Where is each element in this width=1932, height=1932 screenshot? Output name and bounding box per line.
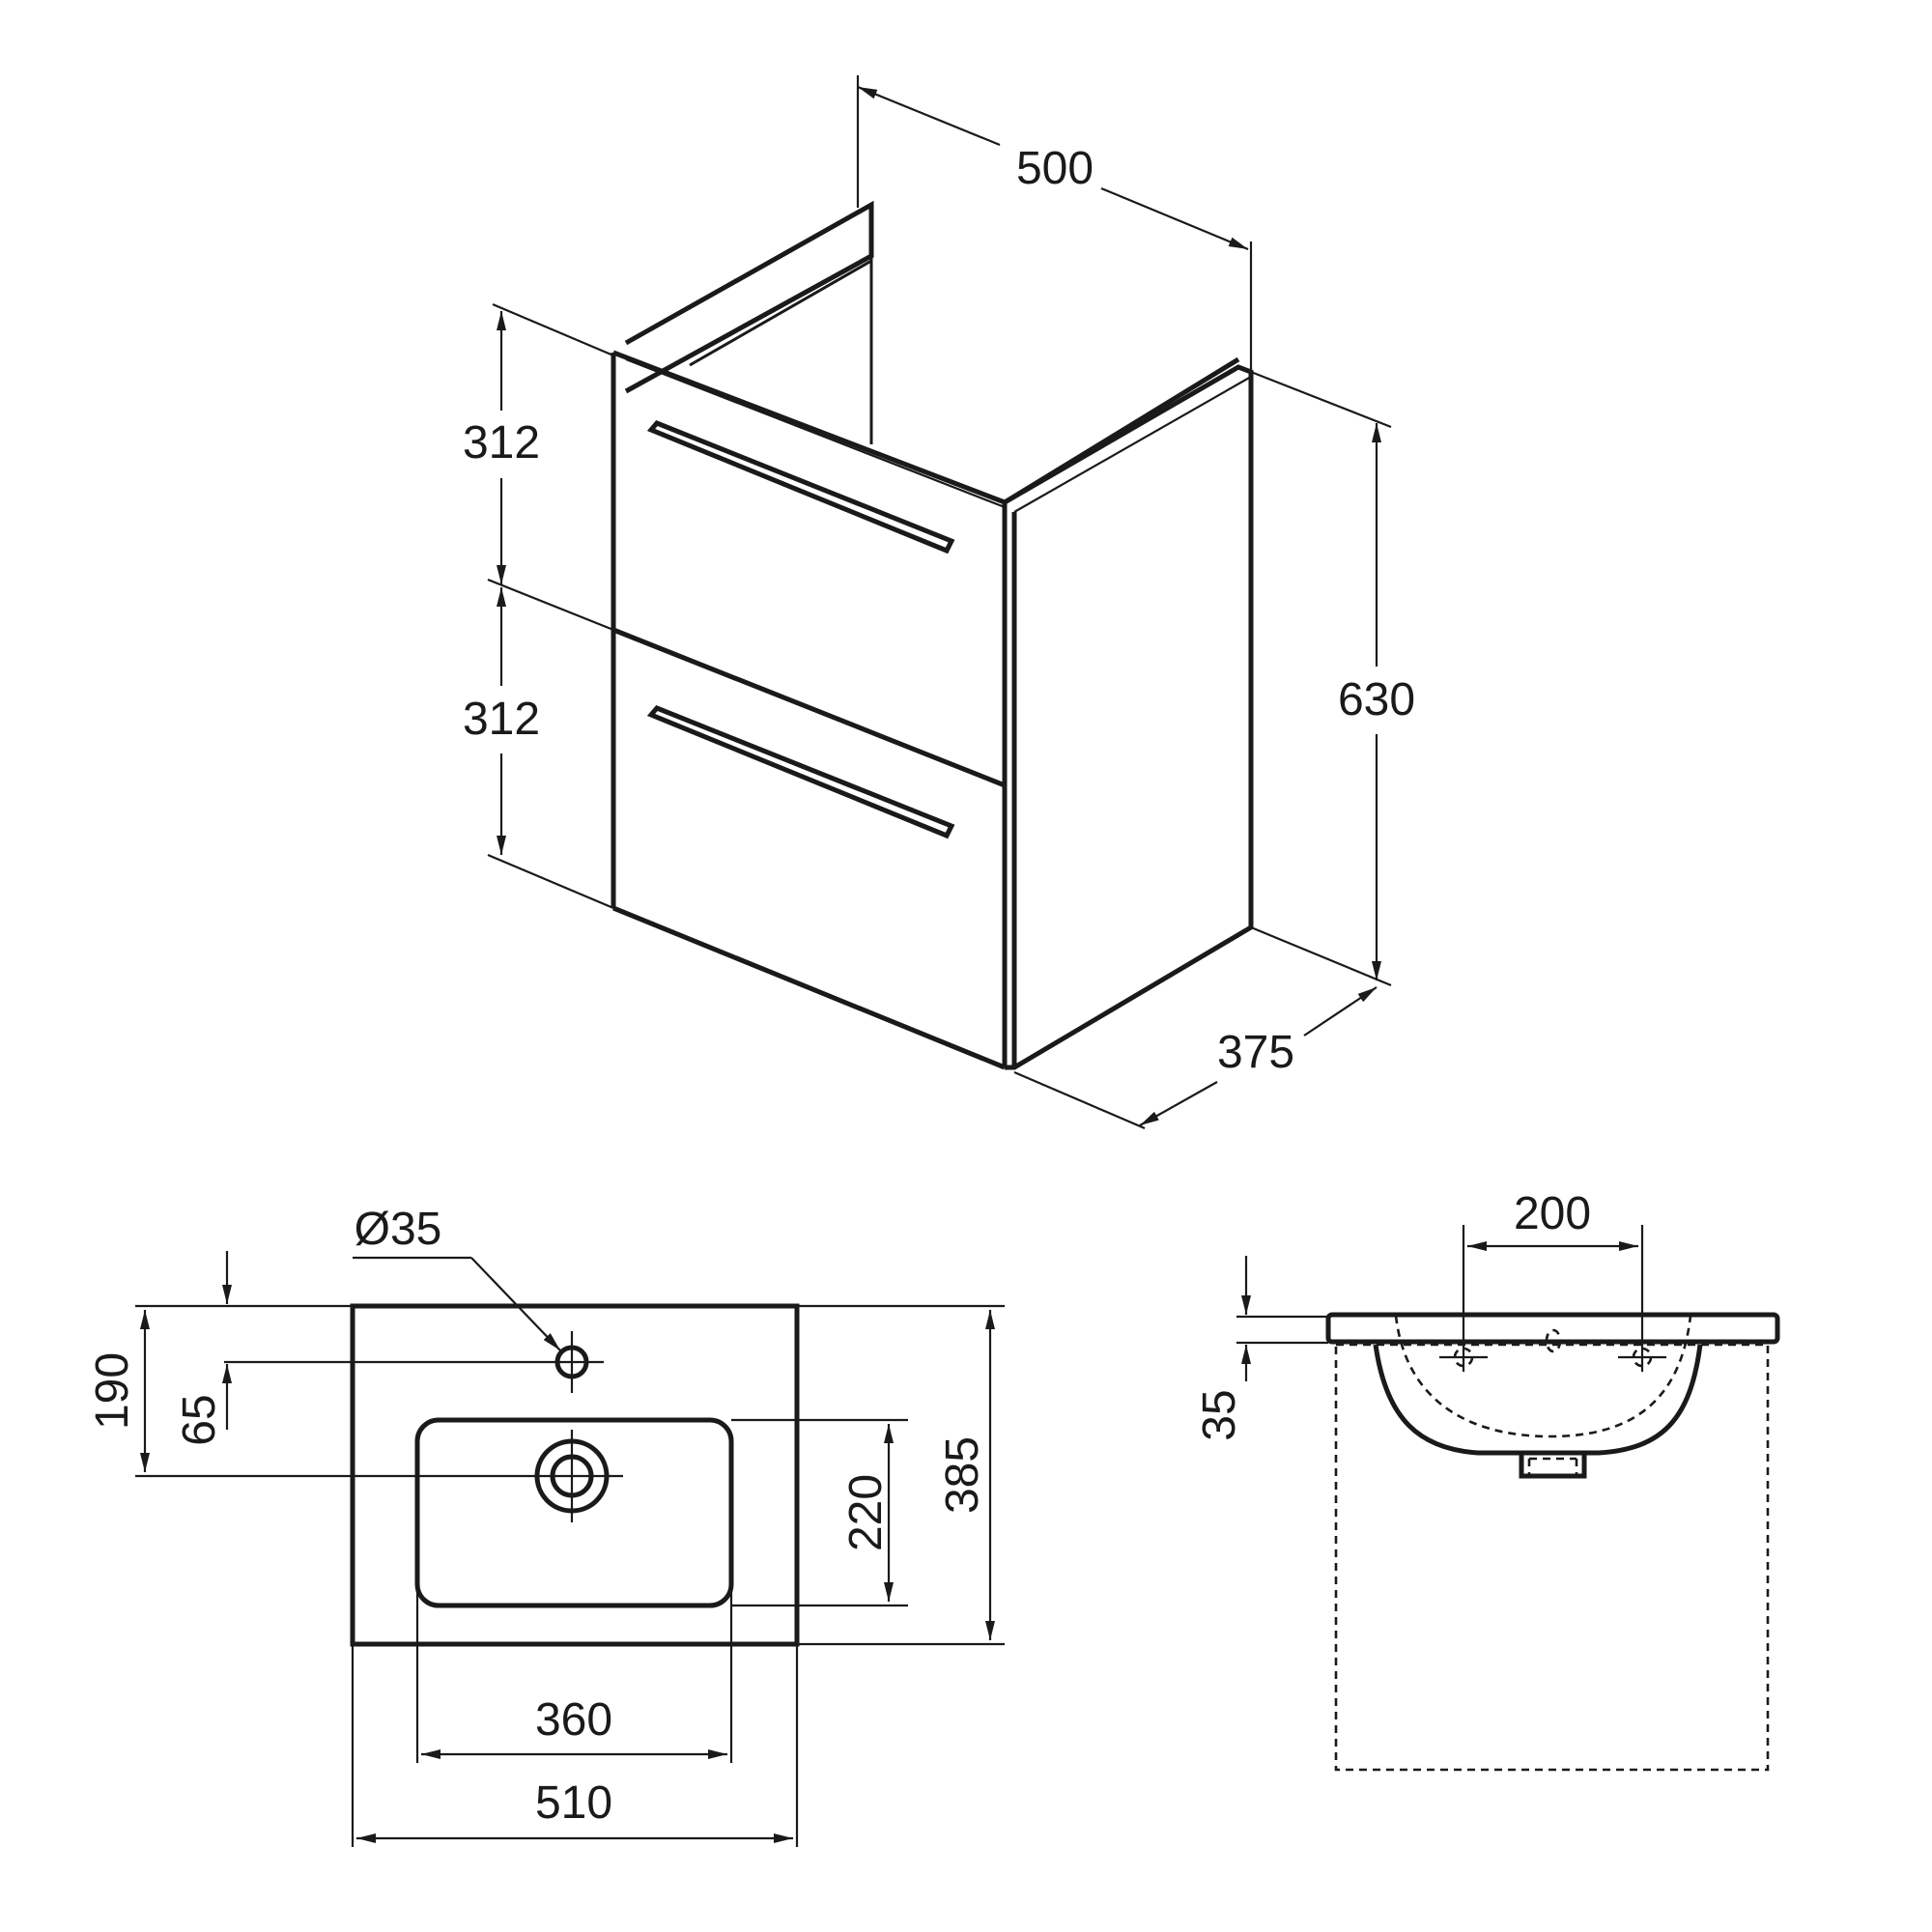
dim-tap-depth-label: 65 (174, 1394, 225, 1445)
dim-rim-thickness-label: 35 (1194, 1389, 1245, 1440)
isometric-cabinet-view: 500 312 312 630 375 (463, 75, 1415, 1130)
bottom-drawer-handle (646, 705, 955, 839)
bowl-inner-hidden (1394, 1315, 1692, 1438)
dim-waste-depth-label: 190 (87, 1352, 138, 1430)
basin-rim (1325, 1312, 1780, 1345)
dim-total-depth-label: 385 (937, 1436, 988, 1514)
dim-fixing-centers-label: 200 (1514, 1188, 1591, 1239)
basin-bowl (414, 1417, 734, 1608)
dim-375-ext (1013, 1070, 1146, 1130)
drawer-divider (612, 627, 1006, 788)
top-drawer-handle (646, 420, 955, 554)
side-panel (1003, 364, 1254, 1070)
dim-630-ext-top (1250, 370, 1392, 429)
overflow-hole-hidden (1545, 1328, 1562, 1353)
dim-375-line-a (1139, 1081, 1218, 1126)
dim-height-label: 630 (1338, 674, 1415, 725)
waste-outlet (1519, 1453, 1587, 1479)
dim-500-line-b (1100, 186, 1249, 251)
dim-depth-label: 375 (1217, 1027, 1294, 1078)
back-rail (624, 200, 874, 394)
dim-312-ext-mid (487, 578, 614, 632)
front-top-inner-edge (625, 357, 1006, 509)
dim-total-width-label: 510 (535, 1777, 612, 1829)
dim-width-label: 500 (1016, 143, 1094, 194)
tap-hole-diameter-label: Ø35 (355, 1204, 442, 1255)
dim-500-line-a (857, 85, 1001, 147)
dim-drawer-bottom-label: 312 (463, 694, 540, 745)
waste-hidden (1527, 1457, 1578, 1476)
side-panel-top-inner (1013, 376, 1252, 513)
basin-top-view: Ø35 190 65 220 385 360 510 (87, 1204, 1005, 1847)
dim-312-ext-top (492, 302, 614, 357)
dim-375-line-b (1303, 986, 1378, 1037)
front-bottom-edge (612, 905, 1006, 1070)
dim-bowl-depth-label: 220 (840, 1474, 892, 1551)
basin-bowl-profile (1373, 1344, 1703, 1456)
back-rail-inner (689, 259, 872, 367)
dim-bowl-width-label: 360 (535, 1694, 612, 1746)
tap-leader-arrow (470, 1257, 561, 1351)
dim-312-ext-bot (487, 853, 614, 910)
dim-drawer-top-label: 312 (463, 417, 540, 469)
side-top-edge (1003, 356, 1240, 505)
cabinet-hidden-outline (1334, 1343, 1770, 1772)
basin-front-view: 200 35 (1194, 1188, 1780, 1772)
dim-630-ext-bot (1250, 925, 1392, 987)
